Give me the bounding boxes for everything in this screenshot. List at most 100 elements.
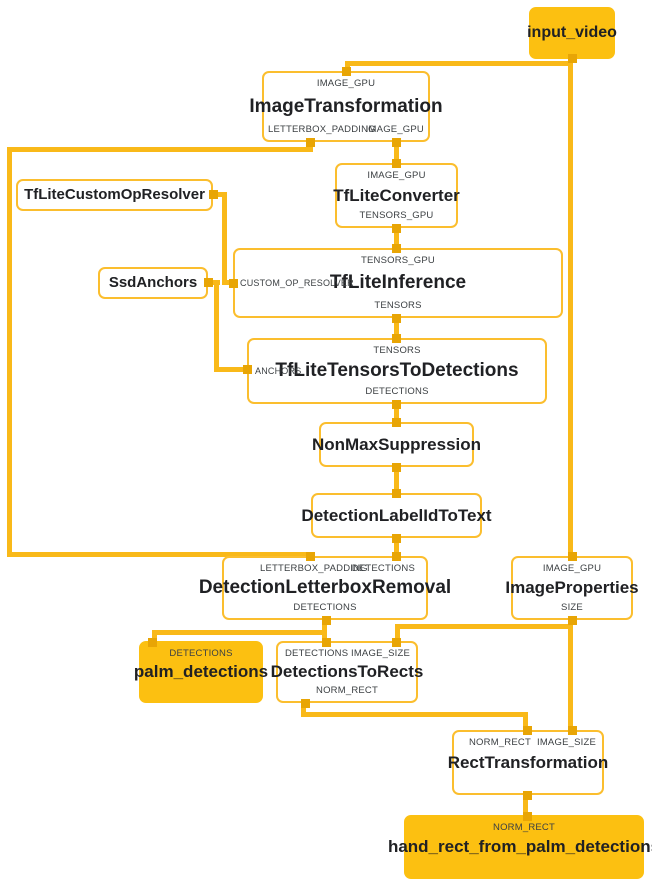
port-dot-tensors-to-detections-out[interactable] [392,400,401,409]
port-detections-to-rects-in-detections: DETECTIONS [285,648,349,659]
node-palm-detections-label: palm_detections [133,662,269,682]
port-dot-tflite-inference-in-top[interactable] [392,244,401,253]
port-tensors-to-detections-in-anchors: ANCHORS [255,366,302,376]
node-ssd-anchors-label: SsdAnchors [108,274,198,292]
wire-labelidtotext-to-letterboxremoval [394,538,399,560]
wire-letterboxremoval-to-palmdetections-v [152,630,157,644]
port-dot-letterbox-removal-in-detections[interactable] [392,552,401,561]
port-rect-transformation-in-image-size: IMAGE_SIZE [536,737,596,748]
port-dot-tflite-converter-in[interactable] [392,159,401,168]
node-tflite-custom-op-resolver-label: TfLiteCustomOpResolver [24,186,205,204]
port-dot-detections-to-rects-in-image-size[interactable] [392,638,401,647]
node-palm-detections[interactable]: DETECTIONS palm_detections [134,641,268,703]
port-tensors-to-detections-out-detections: DETECTIONS [365,386,429,397]
wire-detectionstorects-out-v [301,701,306,716]
wire-tfliteconverter-to-tfliteinference [394,228,399,248]
node-image-properties[interactable]: IMAGE_GPU ImageProperties SIZE [505,556,639,620]
port-dot-image-transformation-in[interactable] [342,67,351,76]
port-palm-detections-in-detections: DETECTIONS [169,648,233,659]
port-detections-to-rects-out-norm-rect: NORM_RECT [316,685,378,696]
port-dot-palm-detections-in[interactable] [148,638,157,647]
port-dot-tensors-to-detections-in-anchors[interactable] [243,365,252,374]
port-dot-detections-to-rects-in-detections[interactable] [322,638,331,647]
node-tflite-inference-label: TfLiteInference [329,272,467,294]
node-tflite-custom-op-resolver[interactable]: TfLiteCustomOpResolver [16,179,213,211]
port-tflite-converter-out-tensors-gpu: TENSORS_GPU [359,210,434,221]
port-dot-rect-transformation-in-norm-rect[interactable] [523,726,532,735]
port-dot-custom-op-resolver-out[interactable] [209,190,218,199]
wire-letterbox-h-bottom [7,552,313,557]
node-image-transformation-label: ImageTransformation [249,95,443,117]
port-dot-nms-out[interactable] [392,463,401,472]
port-dot-image-transformation-out-image[interactable] [392,138,401,147]
wire-input-video-to-imageproperties [568,57,573,560]
wire-imageproperties-to-detectionstorects-v [395,624,400,642]
port-dot-rect-transformation-in-image-size[interactable] [568,726,577,735]
wire-letterboxremoval-to-palmdetections-h [152,630,327,635]
port-image-properties-out-size: SIZE [561,602,583,613]
port-dot-labelidtotext-out[interactable] [392,534,401,543]
node-detection-letterbox-removal[interactable]: LETTERBOX_PADDING DETECTIONS DetectionLe… [199,556,451,620]
port-dot-image-properties-in[interactable] [568,552,577,561]
port-image-properties-in-image-gpu: IMAGE_GPU [542,563,602,574]
port-hand-rect-in-norm-rect: NORM_RECT [493,822,555,833]
port-dot-rect-transformation-out[interactable] [523,791,532,800]
node-detections-to-rects[interactable]: DETECTIONS IMAGE_SIZE DetectionsToRects … [271,641,423,703]
port-dot-letterbox-removal-out[interactable] [322,616,331,625]
node-tflite-inference[interactable]: TENSORS_GPU CUSTOM_OP_RESOLVER TfLiteInf… [233,248,563,318]
node-detection-label-id-to-text-label: DetectionLabelIdToText [301,505,492,525]
wire-imagetransformation-to-tfliteconverter [394,140,399,162]
port-image-transformation-out-letterbox-padding: LETTERBOX_PADDING [268,124,376,135]
port-dot-labelidtotext-in[interactable] [392,489,401,498]
wire-imageproperties-size-v [568,618,573,728]
node-rect-transformation-label: RectTransformation [447,752,609,772]
port-dot-tflite-inference-in-side[interactable] [229,279,238,288]
wire-letterbox-v-left [7,147,12,557]
wire-input-video-to-imagetransformation-h [345,61,573,66]
node-tflite-tensors-to-detections[interactable]: TENSORS ANCHORS TfLiteTensorsToDetection… [247,338,547,404]
port-image-transformation-in-image-gpu: IMAGE_GPU [316,78,376,89]
node-non-max-suppression-label: NonMaxSuppression [311,434,482,454]
port-dot-hand-rect-in[interactable] [523,812,532,821]
node-hand-rect-from-palm-detections-label: hand_rect_from_palm_detections [387,837,652,857]
port-dot-image-properties-out[interactable] [568,616,577,625]
node-rect-transformation[interactable]: NORM_RECT IMAGE_SIZE RectTransformation [448,730,608,795]
node-detection-letterbox-removal-label: DetectionLetterboxRemoval [198,577,452,599]
node-non-max-suppression[interactable]: NonMaxSuppression [312,422,481,467]
port-dot-tflite-converter-out[interactable] [392,224,401,233]
node-tflite-converter-label: TfLiteConverter [333,185,460,205]
port-detections-to-rects-in-image-size: IMAGE_SIZE [350,648,410,659]
node-hand-rect-from-palm-detections[interactable]: NORM_RECT hand_rect_from_palm_detections [388,815,652,879]
node-tflite-tensors-to-detections-label: TfLiteTensorsToDetections [275,360,519,382]
node-tflite-converter[interactable]: IMAGE_GPU TfLiteConverter TENSORS_GPU [333,163,460,228]
wire-recttransformation-to-handrect [523,793,528,815]
node-detections-to-rects-label: DetectionsToRects [270,662,424,682]
wire-customopresolver-h [211,192,227,197]
port-letterbox-removal-in-letterbox-padding: LETTERBOX_PADDING [260,563,368,574]
port-dot-nms-in[interactable] [392,418,401,427]
port-dot-input-video-out[interactable] [568,54,577,63]
wire-imageproperties-to-detectionstorects-h [395,624,573,629]
port-dot-tensors-to-detections-in-top[interactable] [392,334,401,343]
node-image-transformation[interactable]: IMAGE_GPU ImageTransformation LETTERBOX_… [249,71,443,142]
node-input-video[interactable]: input_video [527,7,617,59]
wire-ssdanchors-v [214,280,219,372]
port-dot-letterbox-removal-in-padding[interactable] [306,552,315,561]
node-input-video-label: input_video [527,23,617,41]
port-tflite-inference-in-custom-op-resolver: CUSTOM_OP_RESOLVER [240,278,354,288]
port-dot-tflite-inference-out[interactable] [392,314,401,323]
port-tflite-converter-in-image-gpu: IMAGE_GPU [367,170,426,181]
node-image-properties-label: ImageProperties [505,578,639,598]
node-detection-label-id-to-text[interactable]: DetectionLabelIdToText [301,493,492,538]
wire-ssdanchors-into-port [214,367,246,372]
node-ssd-anchors[interactable]: SsdAnchors [98,267,208,299]
port-dot-detections-to-rects-out[interactable] [301,699,310,708]
port-tensors-to-detections-in-tensors: TENSORS [373,345,421,356]
port-image-transformation-out-image-gpu: IMAGE_GPU [365,124,424,135]
wire-nms-to-labelidtotext [394,467,399,493]
port-dot-ssd-anchors-out[interactable] [204,278,213,287]
wire-detectionstorects-to-recttransformation-h [301,712,528,717]
wire-detectionstorects-to-recttransformation-v [523,712,528,734]
port-dot-image-transformation-out-letterbox[interactable] [306,138,315,147]
